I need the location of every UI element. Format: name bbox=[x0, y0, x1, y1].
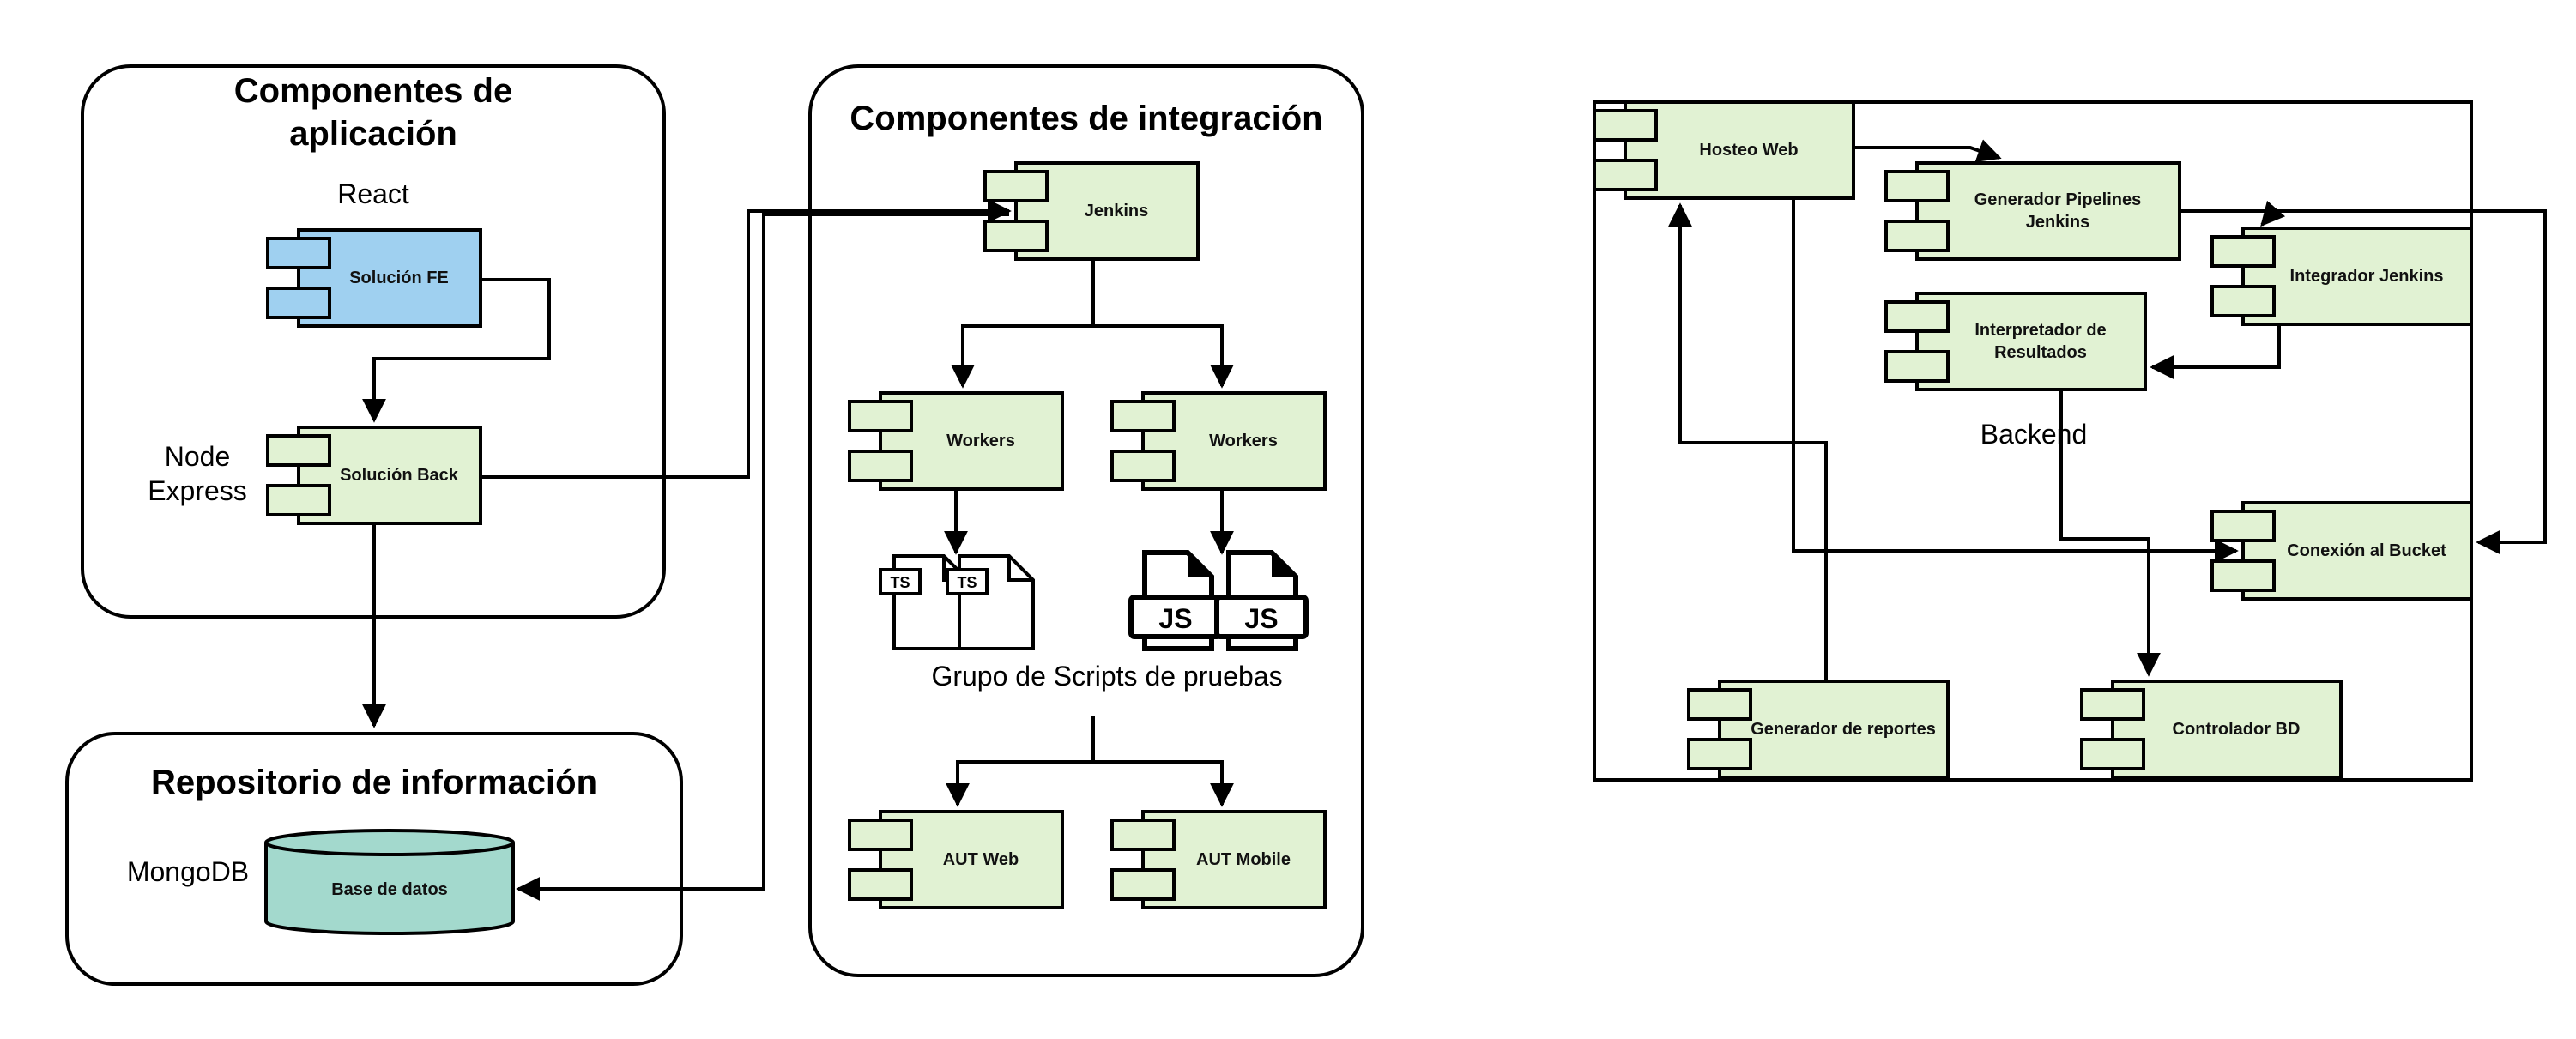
component-workers-left[interactable]: Workers bbox=[848, 391, 1064, 491]
component-label: Workers bbox=[1209, 432, 1278, 450]
component-port-icon bbox=[1593, 109, 1658, 142]
panel-title-application: Componentes de aplicación bbox=[233, 72, 513, 153]
component-port-icon bbox=[1110, 819, 1176, 851]
component-label: Interpretador de Resultados bbox=[1974, 321, 2107, 362]
ts-file-label: TS bbox=[890, 574, 910, 591]
component-port-icon bbox=[1687, 688, 1752, 721]
panel-title-integration: Componentes de integración bbox=[850, 100, 1323, 137]
label-react: React bbox=[337, 178, 409, 209]
component-port-icon bbox=[1110, 868, 1176, 901]
connector-reportes-to-hosteo bbox=[1668, 202, 1828, 680]
connector-scripts-to-aut-web bbox=[946, 716, 1095, 807]
ts-file-label: TS bbox=[957, 574, 977, 591]
component-port-icon bbox=[2080, 738, 2145, 770]
js-file-icon: JS bbox=[1128, 550, 1223, 651]
component-port-icon bbox=[1110, 450, 1176, 482]
connector-jenkins-to-workers-left bbox=[951, 261, 1095, 389]
panel-title-repository: Repositorio de información bbox=[150, 764, 598, 801]
component-controlador-bd[interactable]: Controlador BD bbox=[2080, 680, 2343, 779]
connector-jenkins-to-db bbox=[516, 213, 1009, 901]
connector-interpretador-to-controlador bbox=[2059, 391, 2161, 677]
component-aut-mobile[interactable]: AUT Mobile bbox=[1110, 810, 1327, 909]
component-port-icon bbox=[2080, 688, 2145, 721]
component-port-icon bbox=[1593, 159, 1658, 191]
component-hosteo-web[interactable]: Hosteo Web bbox=[1593, 100, 1855, 200]
ts-file-icon: TS bbox=[946, 554, 1035, 650]
js-file-label: JS bbox=[1244, 603, 1278, 634]
connector-hosteo-to-bucket bbox=[1792, 200, 2239, 563]
connector-integrador-to-interpretador bbox=[2150, 326, 2281, 379]
connector-pipelines-to-bucket bbox=[2274, 209, 2547, 554]
component-label: Generador de reportes bbox=[1751, 720, 1936, 739]
component-port-icon bbox=[1884, 170, 1950, 202]
component-port-icon bbox=[1884, 220, 1950, 252]
component-port-icon bbox=[2210, 235, 2276, 268]
component-port-icon bbox=[266, 484, 331, 516]
component-label: Conexión al Bucket bbox=[2287, 541, 2446, 560]
component-label: AUT Mobile bbox=[1196, 850, 1291, 869]
component-port-icon bbox=[1884, 300, 1950, 333]
database-label: Base de datos bbox=[331, 880, 448, 899]
database-cylinder-icon[interactable] bbox=[264, 829, 515, 935]
label-mongodb: MongoDB bbox=[126, 856, 250, 887]
component-port-icon bbox=[266, 434, 331, 467]
component-label: Solución Back bbox=[340, 466, 458, 485]
connector-pipelines-to-integrador bbox=[2181, 200, 2286, 227]
component-conexion-bucket[interactable]: Conexión al Bucket bbox=[2210, 501, 2473, 601]
connector-back-to-jenkins bbox=[482, 199, 1012, 479]
connector-hosteo-to-pipelines bbox=[1855, 139, 2002, 162]
component-port-icon bbox=[1110, 400, 1176, 432]
component-generador-pipelines[interactable]: Generador Pipelines Jenkins bbox=[1884, 161, 2181, 261]
component-port-icon bbox=[848, 400, 913, 432]
js-file-icon: JS bbox=[1214, 550, 1309, 651]
component-port-icon bbox=[983, 220, 1049, 252]
component-aut-web[interactable]: AUT Web bbox=[848, 810, 1064, 909]
component-port-icon bbox=[2210, 510, 2276, 542]
component-port-icon bbox=[983, 170, 1049, 202]
component-port-icon bbox=[1687, 738, 1752, 770]
label-node-express: Node Express bbox=[148, 441, 247, 506]
component-port-icon bbox=[848, 868, 913, 901]
component-interpretador-resultados[interactable]: Interpretador de Resultados bbox=[1884, 292, 2147, 391]
component-solucion-back[interactable]: Solución Back bbox=[266, 426, 482, 525]
component-solucion-fe[interactable]: Solución FE bbox=[266, 228, 482, 328]
component-label: Generador Pipelines Jenkins bbox=[1974, 190, 2142, 232]
label-backend: Backend bbox=[1980, 419, 2088, 450]
component-generador-reportes[interactable]: Generador de reportes bbox=[1687, 680, 1950, 779]
component-port-icon bbox=[2210, 559, 2276, 592]
component-workers-right[interactable]: Workers bbox=[1110, 391, 1327, 491]
connector-fe-to-back bbox=[362, 278, 551, 423]
component-label: Controlador BD bbox=[2172, 720, 2301, 739]
backend-frame bbox=[1593, 100, 2473, 782]
component-port-icon bbox=[2210, 285, 2276, 317]
js-file-label: JS bbox=[1158, 603, 1192, 634]
component-label: Hosteo Web bbox=[1699, 141, 1799, 160]
connector-jenkins-to-workers-right bbox=[1093, 324, 1234, 389]
component-port-icon bbox=[848, 819, 913, 851]
component-port-icon bbox=[266, 287, 331, 319]
component-port-icon bbox=[1884, 350, 1950, 383]
component-label: AUT Web bbox=[942, 850, 1019, 869]
component-port-icon bbox=[266, 237, 331, 269]
connector-scripts-to-aut-mobile bbox=[1093, 760, 1234, 807]
component-port-icon bbox=[848, 450, 913, 482]
component-label: Workers bbox=[946, 432, 1015, 450]
label-scripts-group: Grupo de Scripts de pruebas bbox=[931, 661, 1283, 692]
component-label: Jenkins bbox=[1084, 202, 1149, 220]
component-integrador-jenkins[interactable]: Integrador Jenkins bbox=[2210, 227, 2473, 326]
component-label: Solución FE bbox=[349, 269, 449, 287]
component-label: Integrador Jenkins bbox=[2289, 267, 2444, 286]
component-jenkins[interactable]: Jenkins bbox=[983, 161, 1200, 261]
